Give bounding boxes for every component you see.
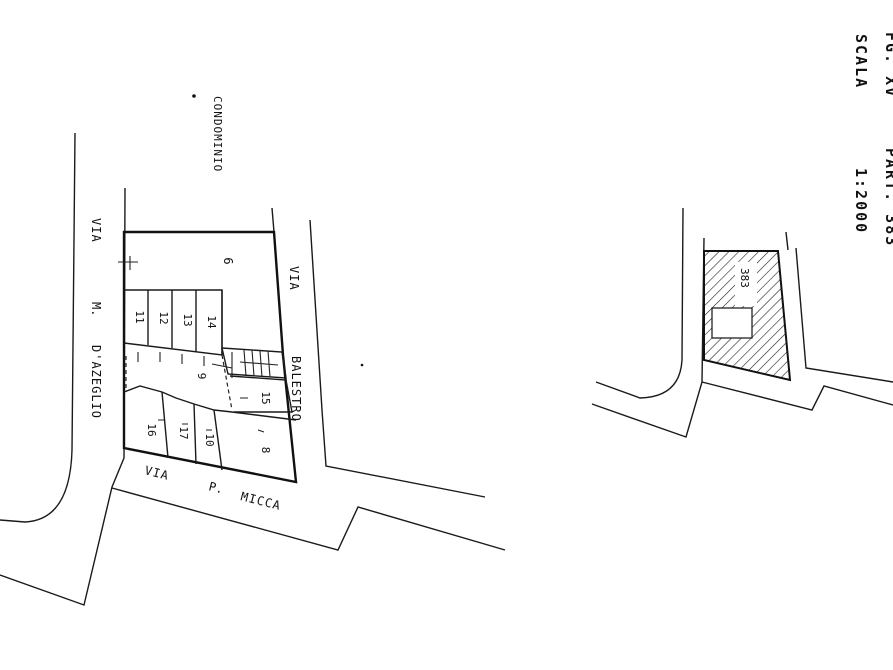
unit-6-label: 6: [221, 257, 235, 264]
unit-11-label: 11: [133, 310, 146, 323]
street-p-bottom: P.: [207, 479, 224, 496]
unit-9-label: 9: [195, 373, 208, 380]
loc-street-right: [795, 247, 893, 383]
street-edge-right: [309, 219, 486, 498]
entrance-ticks: [118, 256, 265, 433]
unit-14-label: 14: [205, 315, 218, 329]
stair-block: [221, 347, 287, 379]
parcel-number-bg: [735, 262, 757, 306]
survey-dot-2: [360, 363, 364, 367]
location-plan: 383: [591, 207, 893, 438]
unit-12-label: 12: [157, 311, 170, 324]
stair-steps: [239, 349, 279, 378]
condominio-label: CONDOMINIO: [211, 96, 224, 172]
street-edge-left-inner: [0, 187, 126, 606]
loc-street-inner: [591, 237, 705, 438]
foglio-label: FG. XV: [882, 32, 893, 98]
street-via-right: VIA: [287, 266, 301, 291]
unit-divider-6: [213, 409, 223, 471]
unit-row-lower: [123, 385, 297, 421]
unit-15-label: 15: [259, 391, 272, 404]
scala-label: SCALA: [852, 34, 870, 89]
unit-16-label: 16: [145, 423, 158, 436]
unit-17-label: 17: [177, 426, 190, 439]
scala-value: 1:2000: [852, 168, 870, 234]
unit-divider-4: [161, 391, 169, 459]
loc-street-left: [595, 207, 684, 399]
street-edge-right-upper: [271, 207, 275, 233]
courtyard-limit-right: [221, 354, 233, 411]
street-m-left: M.: [89, 302, 103, 316]
street-edge-left-outer: [0, 132, 76, 523]
loc-street-top: [785, 231, 789, 251]
street-via-bottom: VIA: [143, 463, 170, 483]
title-block: FG. XV PART. 383 SCALA 1:2000: [852, 32, 893, 247]
street-micca: MICCA: [239, 489, 282, 513]
survey-dot: [192, 94, 196, 98]
street-via-left: VIA: [89, 218, 103, 243]
parcel-courtyard: [711, 307, 753, 339]
unit-8-label: 8: [259, 447, 272, 454]
street-dazeglio: D'AZEGLIO: [89, 345, 103, 419]
detail-plan: 6 11 12 13 14 9 15 16 17 10 8 CONDOMINIO…: [0, 94, 506, 606]
unit-13-label: 13: [181, 313, 194, 326]
unit-10-label: 10: [203, 433, 216, 446]
building-outline: [122, 230, 298, 484]
unit-divider-5: [193, 403, 197, 465]
unit-15-outline: [229, 375, 293, 413]
loc-street-bottom: [701, 381, 893, 411]
particella-label: PART. 383: [882, 148, 893, 247]
parcel-number-label: 383: [738, 268, 751, 288]
street-edge-bottom: [111, 487, 506, 551]
street-balestro: BALESTRO: [289, 356, 303, 422]
